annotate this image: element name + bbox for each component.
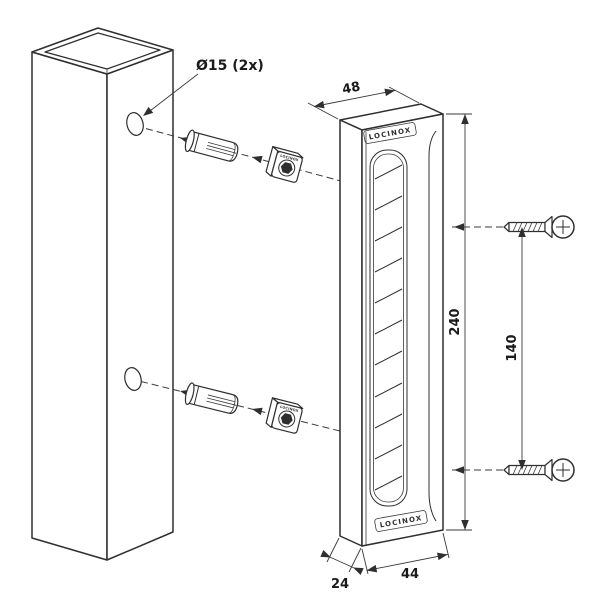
keeper-front-face [361, 113, 444, 547]
keeper-channel-ribs [374, 164, 403, 491]
dimension-bottom-width: 44 [361, 532, 450, 582]
hole-leader-line [145, 73, 199, 115]
hole-diameter-text: Ø15 (2x) [196, 58, 264, 74]
post [31, 27, 174, 561]
keeper-right-contour [428, 130, 437, 522]
nut-brand-label-bottom: LOCINOX [280, 405, 299, 413]
keeper-left-face [339, 119, 363, 547]
brand-label-frame [363, 122, 417, 144]
dimension-top-width: 48 [307, 79, 420, 120]
post-hole-bottom [124, 367, 142, 391]
nut-brand-label-top: LOCINOX [280, 154, 299, 163]
assembly-arrow-icon [252, 155, 263, 164]
post-top-inner-face [44, 32, 161, 70]
dimension-screw-spacing: 140 [505, 227, 526, 470]
keeper-body: LOCINOX LOCINOX [339, 103, 444, 547]
post-left-face [31, 51, 108, 561]
hole-diameter-note: Ø15 (2x) [143, 58, 264, 116]
dimension-bottom-depth: 24 [320, 537, 364, 592]
assembly-axis-top [145, 128, 353, 185]
dim-24-text: 24 [331, 577, 349, 592]
post-hole-top [126, 112, 144, 136]
dimension-height: 240 [446, 113, 472, 531]
brand-label-frame [374, 510, 428, 532]
dim-48-text: 48 [341, 79, 362, 97]
assembly-axis-bottom [140, 381, 353, 435]
assembly-arrow-icon [252, 407, 263, 416]
hole-leader-arrow-icon [143, 106, 154, 116]
dim-240-text: 240 [448, 308, 463, 335]
keeper-channel-outer [369, 149, 408, 507]
dim-140-text: 140 [505, 334, 520, 361]
keeper-channel-inner [373, 153, 404, 503]
assembly-axes [140, 128, 353, 435]
dim-44-text: 44 [401, 567, 419, 582]
